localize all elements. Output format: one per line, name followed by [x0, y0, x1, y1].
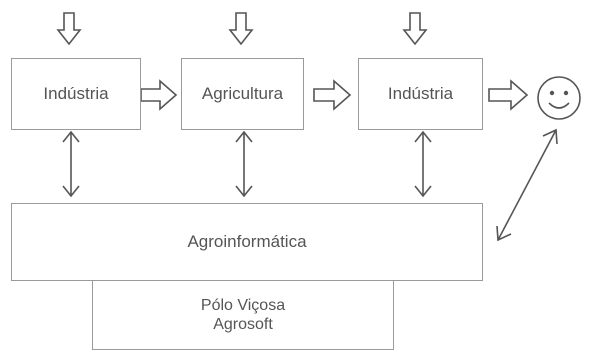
agrosoft-label: Agrosoft: [213, 316, 273, 333]
polo-vicosa-box: Pólo Viçosa Agrosoft: [92, 280, 394, 350]
agroinformatica-box: Agroinformática: [11, 203, 483, 281]
agroinformatica-label: Agroinformática: [187, 232, 307, 251]
double-arrow-vertical-icon: [414, 130, 432, 198]
double-arrow-diagonal-icon: [496, 128, 558, 242]
agricultura-box: Agricultura: [181, 58, 304, 130]
input-arrow-down-icon: [228, 12, 254, 46]
input-arrow-down-icon: [56, 12, 82, 46]
industria-processing-label: Indústria: [387, 84, 454, 103]
flow-arrow-right-icon: [488, 79, 529, 111]
input-arrow-down-icon: [402, 12, 428, 46]
double-arrow-vertical-icon: [62, 130, 80, 198]
industria-processing-box: Indústria: [358, 58, 483, 130]
flow-arrow-right-icon: [140, 79, 178, 111]
industria-input-box: Indústria: [11, 58, 141, 130]
polo-vicosa-label: Pólo Viçosa: [200, 297, 286, 314]
smiley-face-icon: [537, 76, 581, 120]
industria-input-label: Indústria: [43, 84, 109, 103]
double-arrow-vertical-icon: [235, 130, 253, 198]
agricultura-label: Agricultura: [201, 84, 284, 103]
flow-arrow-right-icon: [313, 79, 352, 111]
